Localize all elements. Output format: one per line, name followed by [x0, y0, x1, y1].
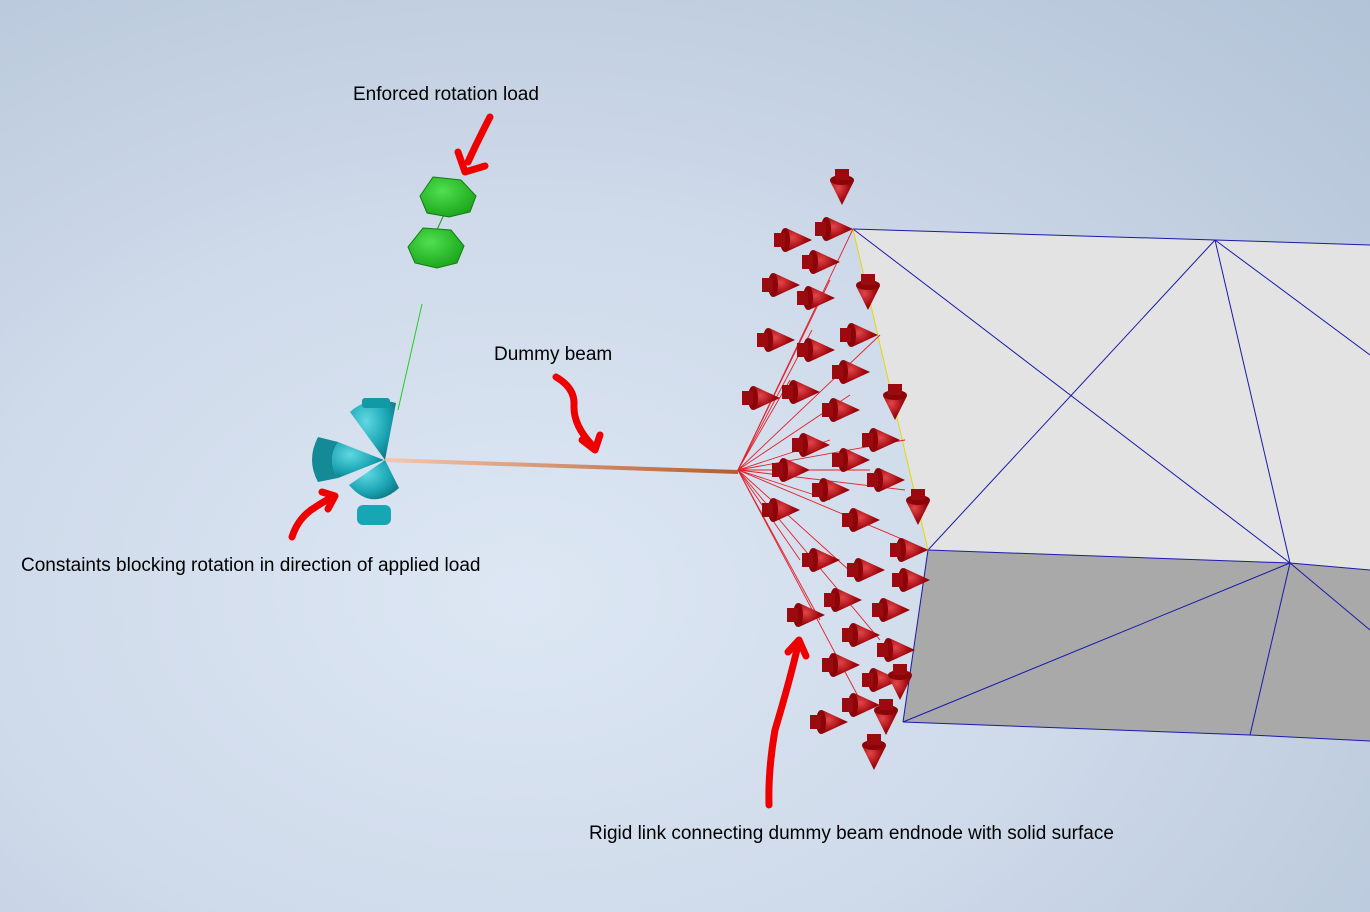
annotation-arrow-enforced — [454, 113, 494, 176]
annotation-arrow-dummy-beam — [552, 373, 604, 454]
solid-body[interactable] — [852, 228, 1370, 742]
enforced-rotation-symbol[interactable] — [407, 176, 477, 269]
dummy-beam[interactable] — [384, 458, 739, 474]
constraints-label: Constaints blocking rotation in directio… — [21, 555, 481, 576]
solid-face-top — [853, 229, 1370, 570]
enforced-rotation-label: Enforced rotation load — [353, 84, 539, 105]
load-link-line — [397, 303, 423, 411]
rigid-link-label: Rigid link connecting dummy beam endnode… — [589, 823, 1114, 844]
rotation-constraint-symbol[interactable] — [312, 398, 399, 525]
dummy-beam-label: Dummy beam — [494, 344, 613, 365]
annotation-arrow-constraints — [288, 488, 339, 541]
annotation-arrow-rigid-link — [765, 636, 810, 809]
solid-face-bottom — [903, 550, 1370, 741]
